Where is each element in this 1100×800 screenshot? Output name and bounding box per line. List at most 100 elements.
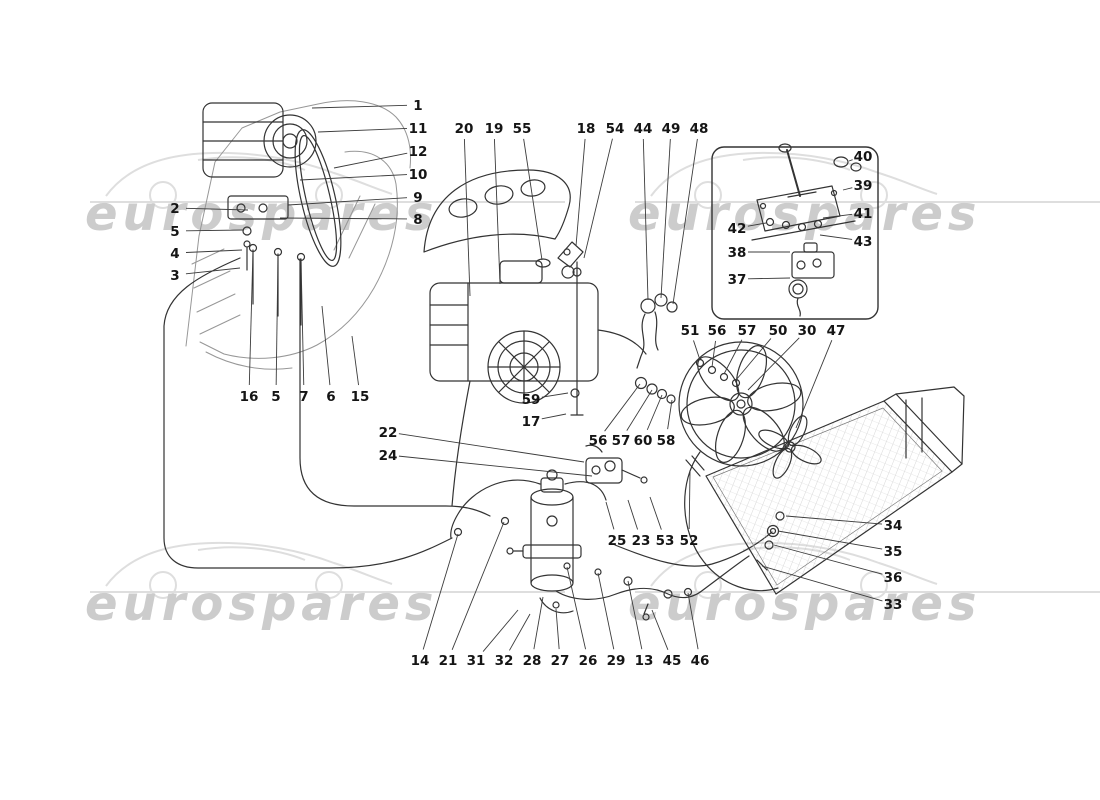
callout-53: 53	[656, 533, 675, 549]
leader-line-57	[626, 389, 653, 431]
watermark-text: eurospares	[85, 186, 439, 242]
leader-line-25	[605, 501, 615, 530]
callout-35: 35	[884, 544, 903, 560]
leader-line-1	[311, 104, 408, 109]
callout-42: 42	[728, 221, 747, 237]
callout-27: 27	[551, 653, 570, 669]
callout-46: 46	[691, 653, 710, 669]
callout-55: 55	[513, 121, 532, 137]
fan-blades	[680, 345, 802, 463]
callout-51: 51	[681, 323, 700, 339]
callout-12: 12	[409, 144, 428, 160]
callout-36: 36	[884, 570, 903, 586]
callout-24: 24	[379, 448, 398, 464]
callout-39: 39	[854, 178, 873, 194]
belt-drawing	[294, 129, 342, 267]
leader-line-39	[842, 187, 853, 191]
callout-5: 5	[170, 224, 179, 240]
drier-clamp	[522, 544, 582, 559]
callout-34: 34	[884, 518, 903, 534]
callout-19: 19	[485, 121, 504, 137]
callout-20: 20	[455, 121, 474, 137]
callout-11: 11	[409, 121, 428, 137]
leader-line-26	[566, 566, 587, 650]
callout-28: 28	[523, 653, 542, 669]
leader-line-45	[651, 609, 669, 650]
evaporator-drawing	[429, 241, 647, 416]
leader-line-15	[351, 335, 359, 386]
leader-line-28	[533, 596, 544, 650]
leader-line-30	[747, 337, 800, 391]
callout-30: 30	[798, 323, 817, 339]
callout-16: 16	[240, 389, 259, 405]
leader-line-37	[747, 277, 791, 280]
callout-10: 10	[409, 167, 428, 183]
callout-7: 7	[299, 389, 308, 405]
leader-line-31	[482, 609, 519, 652]
callout-38: 38	[728, 245, 747, 261]
sight-glass	[546, 515, 558, 527]
callout-23: 23	[632, 533, 651, 549]
receiver-drier-drawing	[450, 469, 617, 614]
leader-line-48	[672, 138, 698, 305]
leader-line-5	[275, 253, 279, 386]
dashboard-drawing	[423, 169, 571, 253]
heater-control-inset	[711, 143, 879, 320]
callout-2: 2	[170, 201, 179, 217]
leader-line-27	[555, 608, 560, 650]
leader-line-12	[333, 152, 408, 169]
leader-line-20	[463, 138, 471, 297]
callout-31: 31	[467, 653, 486, 669]
leader-line-52	[688, 471, 691, 530]
leader-line-36	[773, 544, 883, 575]
callout-21: 21	[439, 653, 458, 669]
compressor-drawing	[202, 102, 342, 326]
callout-60: 60	[634, 433, 653, 449]
leader-line-43	[819, 234, 853, 240]
compressor-pulley	[263, 114, 317, 168]
callout-57: 57	[738, 323, 757, 339]
callout-25: 25	[608, 533, 627, 549]
expansion-valve-drawing	[585, 444, 648, 484]
leader-line-47	[795, 340, 833, 429]
callout-13: 13	[635, 653, 654, 669]
leader-line-16	[248, 249, 254, 386]
callout-29: 29	[607, 653, 626, 669]
leader-line-42	[747, 222, 767, 227]
callout-22: 22	[379, 425, 398, 441]
diagram-artwork	[163, 100, 965, 621]
leader-line-35	[777, 530, 883, 550]
leader-line-54	[583, 138, 613, 259]
leader-line-55	[523, 138, 543, 261]
callout-50: 50	[769, 323, 788, 339]
callout-45: 45	[663, 653, 682, 669]
callout-43: 43	[854, 234, 873, 250]
leader-line-57	[723, 339, 743, 375]
leader-line-17	[541, 413, 567, 420]
callout-14: 14	[411, 653, 430, 669]
leader-line-10	[299, 174, 408, 181]
callout-26: 26	[579, 653, 598, 669]
callout-6: 6	[326, 389, 335, 405]
leader-line-11	[317, 127, 408, 133]
callout-56: 56	[589, 433, 608, 449]
leader-line-56	[604, 383, 641, 432]
leader-line-60	[646, 394, 663, 431]
callout-9: 9	[413, 190, 422, 206]
callout-4: 4	[170, 246, 179, 262]
leader-line-51	[693, 340, 701, 361]
leader-line-13	[627, 580, 643, 650]
leader-line-6	[321, 305, 331, 386]
callout-1: 1	[413, 98, 422, 114]
leader-line-49	[660, 138, 671, 299]
callout-47: 47	[827, 323, 846, 339]
callout-48: 48	[690, 121, 709, 137]
callout-59: 59	[522, 392, 541, 408]
leader-line-19	[493, 138, 501, 285]
callout-8: 8	[413, 212, 422, 228]
callout-5: 5	[271, 389, 280, 405]
aux-fan-blades	[758, 415, 822, 479]
